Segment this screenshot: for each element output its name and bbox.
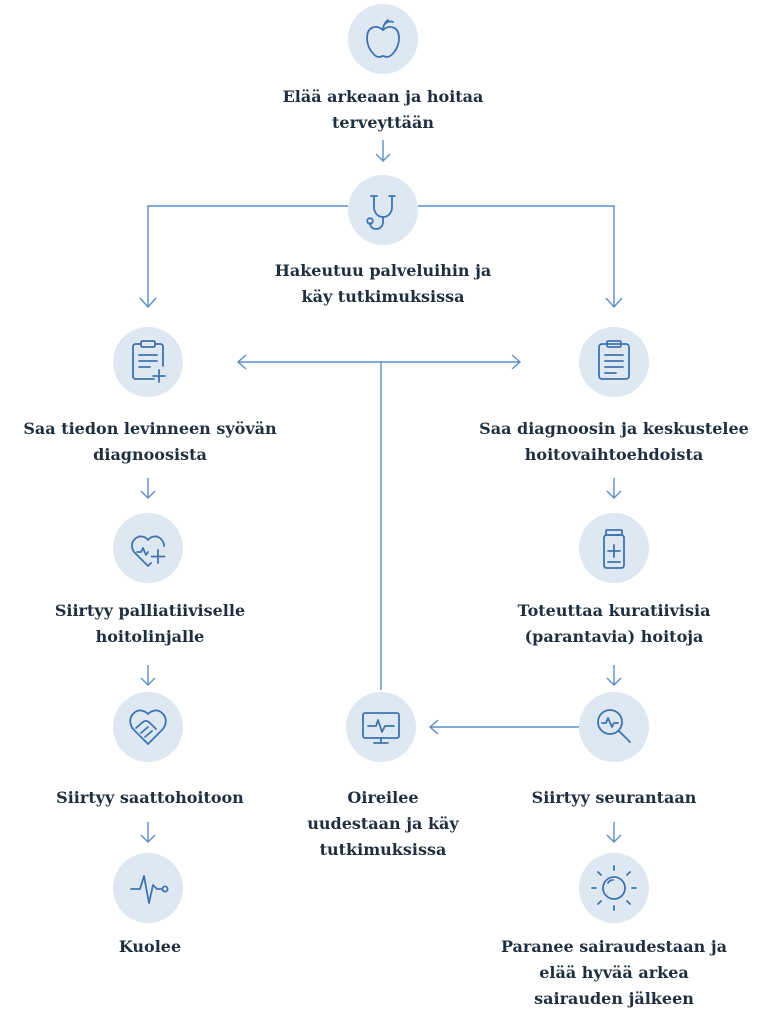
arrowhead-down: [140, 834, 156, 843]
arrowhead-right: [511, 354, 522, 370]
node-label-medicine-bottle: Toteuttaa kuratiivisia (parantavia) hoit…: [517, 601, 711, 646]
magnifier-pulse-icon: [597, 709, 631, 743]
node-label-clipboard: Saa diagnoosin ja keskustelee hoitovaiht…: [479, 419, 749, 464]
arrowhead-left: [428, 719, 439, 735]
node-label-magnifier: Siirtyy seurantaan: [531, 788, 697, 807]
node-label-apple: Elää arkeaan ja hoitaa terveyttään: [282, 87, 484, 132]
apple-icon: [366, 19, 400, 58]
arrowhead-down: [605, 297, 623, 309]
arrowhead-down: [606, 677, 622, 686]
node-circle-clipboard: [579, 327, 649, 397]
arrowhead-down: [140, 490, 156, 499]
node-label-heart-plus: Siirtyy palliatiiviselle hoitolinjalle: [54, 601, 246, 646]
arrowhead-down: [606, 490, 622, 499]
node-circle-pulse: [113, 853, 183, 923]
arrowhead-left: [236, 354, 247, 370]
connectors: [139, 140, 623, 843]
heart-plus-icon: [131, 535, 166, 567]
hands-heart-icon: [129, 709, 167, 745]
node-circle-apple: [348, 4, 418, 74]
arrowhead-down: [139, 297, 157, 309]
node-circle-stethoscope: [348, 175, 418, 245]
branch-left-line: [147, 205, 348, 306]
node-circle-clipboard-plus: [113, 327, 183, 397]
clipboard-icon: [598, 340, 630, 380]
node-circles: [113, 4, 649, 923]
node-label-clipboard-plus: Saa tiedon levinneen syövän diagnoosista: [23, 419, 277, 464]
medicine-bottle-icon: [603, 529, 625, 569]
pulse-line-icon: [130, 875, 169, 904]
node-label-stethoscope: Hakeutuu palveluihin ja käy tutkimuksiss…: [274, 261, 492, 306]
node-circle-magnifier: [579, 692, 649, 762]
monitor-icon: [362, 712, 400, 744]
arrowhead-down: [140, 677, 156, 686]
node-label-monitor: Oireilee uudestaan ja käy tutkimuksissa: [307, 788, 459, 859]
node-label-pulse: Kuolee: [118, 937, 182, 956]
stethoscope-icon: [366, 195, 396, 230]
branch-right-line: [418, 205, 615, 306]
sun-icon: [591, 865, 637, 911]
clipboard-plus-icon: [132, 340, 166, 383]
arrowhead-down: [375, 153, 391, 162]
node-circle-heart-plus: [113, 513, 183, 583]
node-label-sun: Paranee sairaudestaan ja elää hyvää arke…: [500, 937, 728, 1008]
arrowhead-down: [606, 834, 622, 843]
node-label-hands-heart: Siirtyy saattohoitoon: [56, 788, 244, 807]
node-circle-sun: [579, 853, 649, 923]
